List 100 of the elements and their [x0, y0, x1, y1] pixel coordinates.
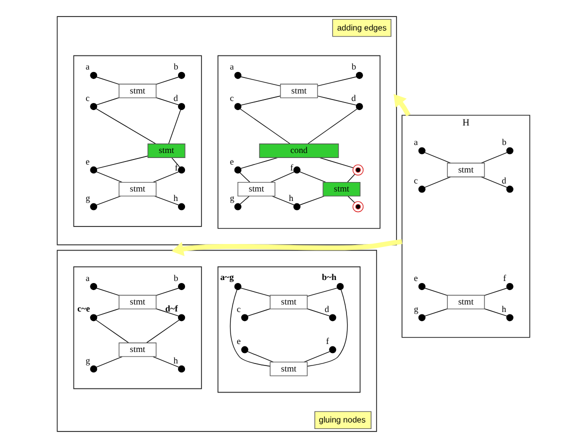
connector — [156, 97, 180, 106]
connector — [480, 176, 508, 188]
connector — [484, 308, 508, 316]
node-label: a~g — [220, 272, 234, 282]
connector — [480, 152, 508, 164]
node-label: c~e — [77, 303, 90, 314]
node-circle — [90, 365, 98, 373]
connector — [96, 356, 123, 368]
node-label: d~f — [165, 303, 178, 314]
connector — [96, 308, 120, 316]
connector — [306, 288, 338, 297]
connector — [424, 288, 448, 296]
node-box: stmt — [238, 182, 276, 196]
node-circle — [90, 203, 98, 210]
connector — [230, 289, 270, 367]
node-box: cond — [259, 144, 339, 158]
node-label: h — [288, 193, 294, 204]
connector — [156, 308, 180, 316]
node-circle — [234, 102, 242, 110]
node-circle — [293, 203, 300, 210]
node-circle — [293, 166, 300, 174]
node-label: b — [174, 272, 178, 283]
connector — [347, 174, 356, 182]
node-label: f — [290, 162, 294, 173]
node-circle — [178, 72, 186, 79]
connector — [240, 76, 281, 86]
connector — [96, 196, 122, 206]
connector — [96, 108, 156, 144]
connector — [272, 196, 294, 206]
node-box: stmt — [118, 84, 156, 98]
connector — [240, 96, 281, 106]
node-label: e — [236, 336, 241, 346]
node-label: e — [414, 272, 418, 283]
node-circle — [352, 164, 364, 176]
connector — [270, 172, 295, 183]
node-circle — [90, 282, 98, 290]
node-label: g — [230, 193, 234, 204]
node-box: stmt — [148, 144, 186, 158]
node-label: g — [414, 304, 418, 314]
arrow — [394, 94, 411, 116]
cluster — [218, 266, 361, 393]
node-circle — [178, 314, 186, 322]
connector — [317, 96, 357, 106]
node-circle — [356, 72, 363, 79]
arrow — [172, 239, 402, 256]
connector — [299, 196, 325, 206]
node-circle — [506, 314, 514, 322]
node-box: stmt — [322, 182, 360, 196]
node-circle — [418, 147, 426, 154]
node-label: h — [502, 304, 506, 314]
node-circle — [90, 314, 98, 322]
node-circle — [329, 314, 336, 322]
node-circle — [418, 186, 426, 193]
connector — [171, 157, 180, 168]
connector — [247, 351, 274, 362]
node-label: e — [86, 156, 90, 166]
node-label: b~h — [322, 272, 336, 282]
node-label: c — [414, 176, 418, 186]
node-box: stmt — [118, 182, 156, 196]
node-label: g — [86, 355, 90, 366]
node-label: d — [502, 176, 506, 186]
node-label: d — [351, 92, 356, 103]
node-circle — [418, 314, 426, 322]
node-label: f — [503, 272, 506, 283]
node-label: d — [324, 304, 330, 314]
node-box: stmt — [118, 294, 156, 310]
connector — [156, 76, 179, 85]
node-label: b — [502, 137, 506, 148]
node-circle — [178, 282, 186, 290]
node-label: c — [230, 92, 234, 103]
node-circle — [329, 346, 336, 354]
node-box: stmt — [447, 162, 485, 178]
node-label: c — [86, 92, 90, 103]
node-circle — [506, 147, 514, 154]
node-label: h — [174, 355, 178, 366]
node-label: a — [230, 62, 234, 72]
cluster — [218, 55, 380, 229]
connector — [240, 108, 290, 144]
node-box: stmt — [280, 84, 318, 98]
node-circle — [234, 282, 242, 290]
connector — [308, 108, 358, 144]
node-label: a — [414, 137, 418, 148]
node-circle — [178, 166, 186, 174]
node-label: c — [236, 304, 241, 314]
connector — [240, 172, 250, 183]
node-label: a — [86, 272, 90, 283]
node-label: b — [174, 62, 178, 72]
node-circle — [178, 203, 186, 210]
connector — [152, 356, 180, 368]
node-box: stmt — [118, 342, 156, 357]
connector — [240, 288, 270, 297]
node-circle — [90, 166, 98, 174]
node-circle — [506, 282, 514, 290]
connector — [317, 76, 357, 86]
node-label: f — [326, 336, 329, 346]
node-circle — [234, 203, 242, 210]
node-circle — [178, 365, 186, 373]
node-circle — [418, 282, 426, 290]
node-label: d — [174, 92, 178, 103]
connector — [348, 196, 356, 204]
